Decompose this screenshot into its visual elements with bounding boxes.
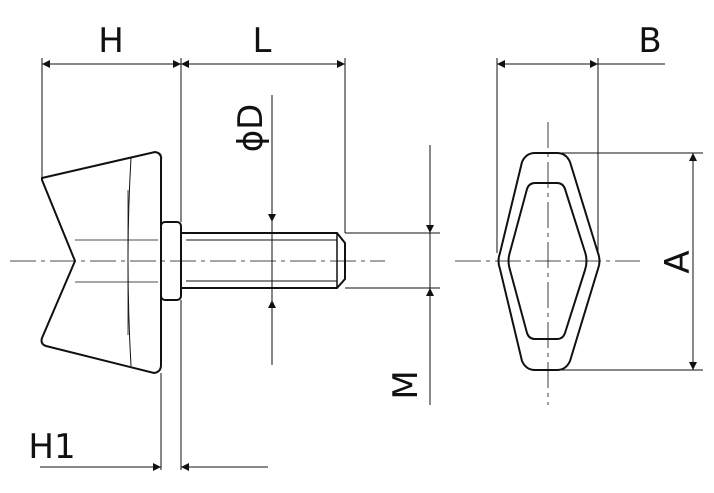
label-A: A <box>658 250 698 273</box>
front-inner-outline <box>507 182 588 340</box>
knob-head-outline <box>40 150 163 375</box>
dimension-lines <box>40 60 697 471</box>
label-L: L <box>253 21 272 61</box>
side-view-thin-lines <box>75 190 158 335</box>
label-B: B <box>638 21 661 61</box>
label-M: M <box>386 370 426 399</box>
extension-lines <box>41 58 703 470</box>
label-H: H <box>98 21 124 61</box>
knob-face-line <box>127 157 132 367</box>
label-phiD: ϕD <box>231 104 271 153</box>
label-H1: H1 <box>28 427 75 467</box>
front-outer-outline <box>497 152 601 371</box>
threaded-stud <box>181 232 346 289</box>
front-view <box>497 152 601 371</box>
side-view <box>40 150 346 375</box>
